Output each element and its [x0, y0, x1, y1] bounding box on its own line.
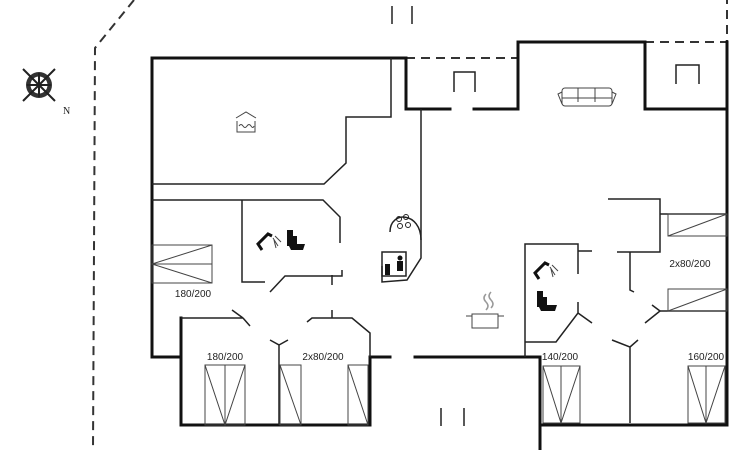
hob-icon	[396, 214, 411, 229]
bed-size-label: 140/200	[542, 352, 579, 363]
bed-bottom-mid-a	[279, 364, 302, 426]
bed-size-label: 2x80/200	[669, 259, 711, 270]
shower-icon	[533, 261, 559, 280]
bed-bottom-mid-b	[347, 364, 369, 426]
bed-size-label: 180/200	[207, 352, 244, 363]
bed-bottom-right-b	[687, 365, 726, 425]
bed-size-label: 2x80/200	[302, 352, 344, 363]
compass-icon	[22, 68, 56, 102]
walls	[150, 40, 729, 450]
compass-north-label: N	[63, 106, 70, 117]
bed-size-label: 160/200	[688, 352, 725, 363]
bed-left	[150, 244, 213, 284]
toilet-icon	[537, 291, 557, 311]
bed-bottom-right-a	[542, 365, 581, 425]
toilet-icon	[287, 230, 305, 250]
sofa-icon	[557, 87, 617, 107]
bed-size-label: 180/200	[175, 289, 212, 300]
beds	[150, 213, 728, 427]
shower-icon	[256, 232, 282, 251]
bed-right-upper-b	[667, 288, 728, 312]
bed-bottom-left	[204, 364, 246, 427]
bed-right-upper-a	[667, 213, 728, 237]
closet-marks	[453, 64, 700, 92]
sauna-icon	[381, 251, 407, 277]
cooking-pot-icon	[466, 291, 504, 329]
entrance-marks	[391, 6, 465, 426]
pool-icon	[235, 111, 257, 133]
